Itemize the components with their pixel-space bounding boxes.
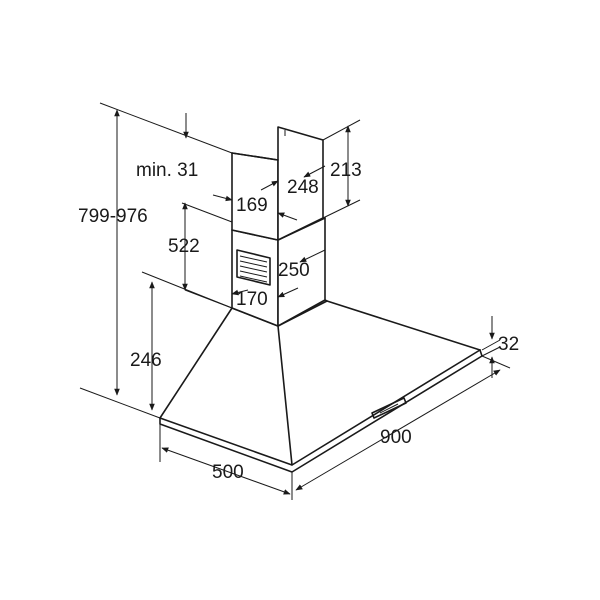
- label-canopy-edge-height: 32: [498, 334, 519, 355]
- canopy-base-top: [159, 349, 481, 466]
- label-overall-height: 799-976: [78, 206, 148, 227]
- lower-chimney: [231, 213, 326, 327]
- label-lower-chimney-height: 522: [168, 236, 200, 257]
- label-upper-chimney-depth: 248: [287, 177, 319, 198]
- label-min-gap: min. 31: [136, 160, 198, 181]
- canopy-base-bottom: [159, 349, 483, 473]
- label-hood-depth: 500: [212, 462, 244, 483]
- vent-grille: [236, 249, 271, 286]
- dimension-lines: [79, 102, 511, 500]
- upper-chimney-top: [231, 152, 279, 161]
- dimension-labels: 799-976 min. 31 169 248 213 522 250 170 …: [78, 160, 519, 483]
- hood-canopy: [159, 299, 483, 473]
- label-upper-chimney-width: 169: [236, 195, 268, 216]
- label-hood-width: 900: [380, 427, 412, 448]
- label-lower-chimney-width: 170: [236, 289, 268, 310]
- upper-chimney: [231, 126, 324, 241]
- canopy-left-edge: [159, 307, 233, 419]
- canopy-front-edge: [277, 325, 293, 466]
- label-canopy-height: 246: [130, 350, 162, 371]
- label-upper-chimney-height: 213: [330, 160, 362, 181]
- upper-chimney-side: [277, 126, 324, 241]
- canopy-right-edge: [326, 300, 481, 351]
- label-lower-chimney-depth: 250: [278, 260, 310, 281]
